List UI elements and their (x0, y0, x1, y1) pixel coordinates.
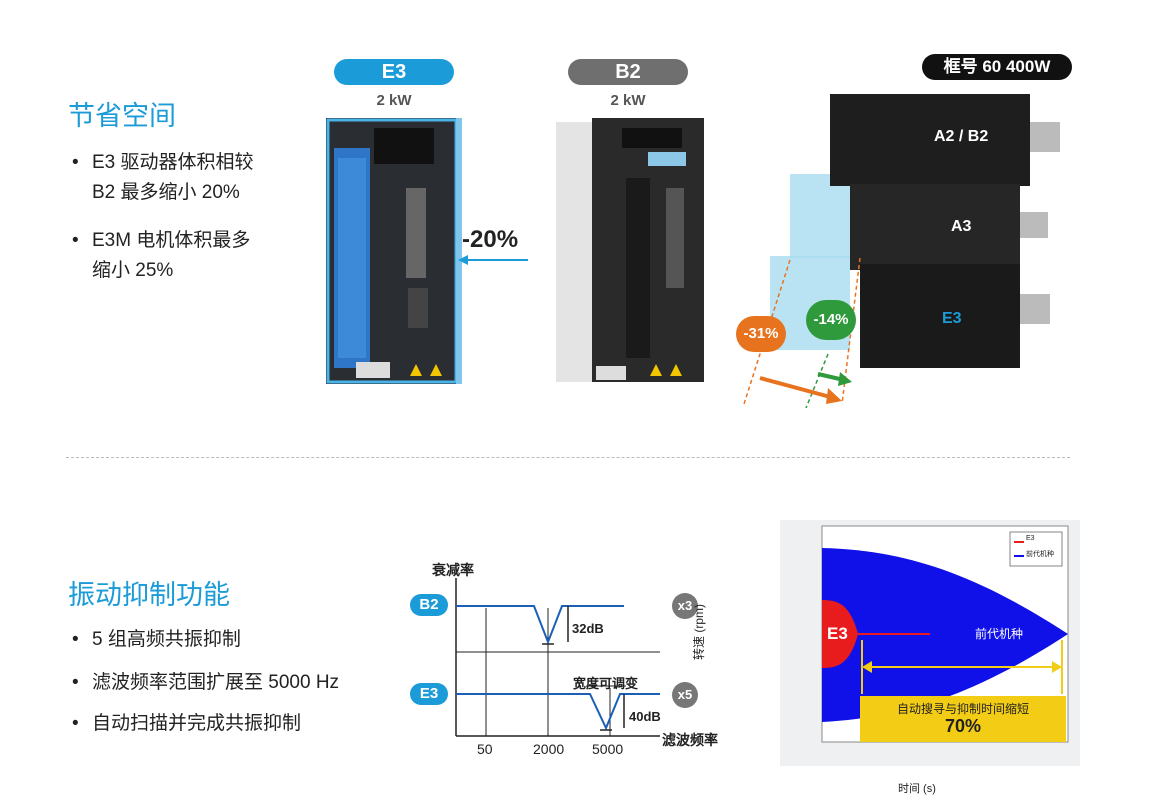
bullet-filter-range: 滤波频率范围扩展至 5000 Hz (72, 668, 339, 698)
filter-width-note: 宽度可调变 (573, 676, 639, 691)
e3-drive-image (326, 118, 462, 384)
e3-power: 2 kW (376, 92, 412, 109)
tag-minus-31: -31% (736, 316, 786, 352)
bullet-line: E3M 电机体积最多 (92, 230, 251, 251)
section-divider (66, 457, 1070, 458)
vibration-heading: 振动抑制功能 (68, 580, 230, 610)
filter-e3-count: x5 (672, 682, 698, 708)
filter-tick-2000: 2000 (533, 741, 565, 757)
tag-minus-14: -14% (806, 300, 856, 340)
speed-ylabel: 转速 (rpm) (692, 604, 706, 660)
bullet-auto-scan: 自动扫描并完成共振抑制 (72, 709, 301, 739)
bullet-resonance: 5 组高频共振抑制 (72, 625, 241, 655)
filter-tick-5000: 5000 (592, 741, 624, 757)
speed-legend-prev: 前代机种 (1026, 551, 1054, 558)
speed-legend-e3: E3 (1026, 535, 1035, 542)
motor-label-e3: E3 (942, 310, 962, 327)
bullet-line: E3 驱动器体积相较 (92, 152, 254, 173)
filter-diagram (455, 578, 660, 737)
filter-e3-depth: 40dB (629, 709, 661, 724)
bullet-line: 缩小 25% (92, 260, 174, 281)
filter-ylabel: 衰减率 (432, 562, 474, 578)
b2-drive-image (556, 118, 704, 382)
filter-b2-depth: 32dB (572, 621, 604, 636)
filter-tick-50: 50 (477, 741, 493, 757)
reduction-arrow (458, 255, 528, 265)
filter-b2-count: x3 (672, 593, 698, 619)
speed-e3-label: E3 (827, 624, 848, 643)
filter-e3-badge: E3 (410, 683, 448, 705)
b2-pill: B2 (568, 59, 688, 85)
filter-b2-badge: B2 (410, 594, 448, 616)
speed-prev-label: 前代机种 (975, 627, 1024, 641)
motor-label-a3: A3 (951, 218, 972, 235)
frame-badge: 框号 60 400W (922, 54, 1072, 80)
b2-power: 2 kW (610, 92, 646, 109)
speed-xlabel: 时间 (s) (898, 783, 936, 795)
reduction-label: -20% (462, 226, 519, 253)
filter-xlabel: 滤波频率 (662, 732, 718, 748)
bullet-drive-size: E3 驱动器体积相较 B2 最多缩小 20% (72, 148, 254, 208)
motor-stack-image (743, 94, 1060, 408)
motor-label-a2b2: A2 / B2 (934, 128, 989, 145)
speed-percent: 70% (944, 716, 982, 736)
bullet-line: B2 最多缩小 20% (92, 182, 240, 203)
space-saving-heading: 节省空间 (68, 101, 176, 131)
speed-chart (780, 520, 1080, 766)
speed-note: 自动搜寻与抑制时间缩短 (896, 702, 1029, 716)
bullet-motor-size: E3M 电机体积最多 缩小 25% (72, 226, 251, 286)
e3-pill: E3 (334, 59, 454, 85)
